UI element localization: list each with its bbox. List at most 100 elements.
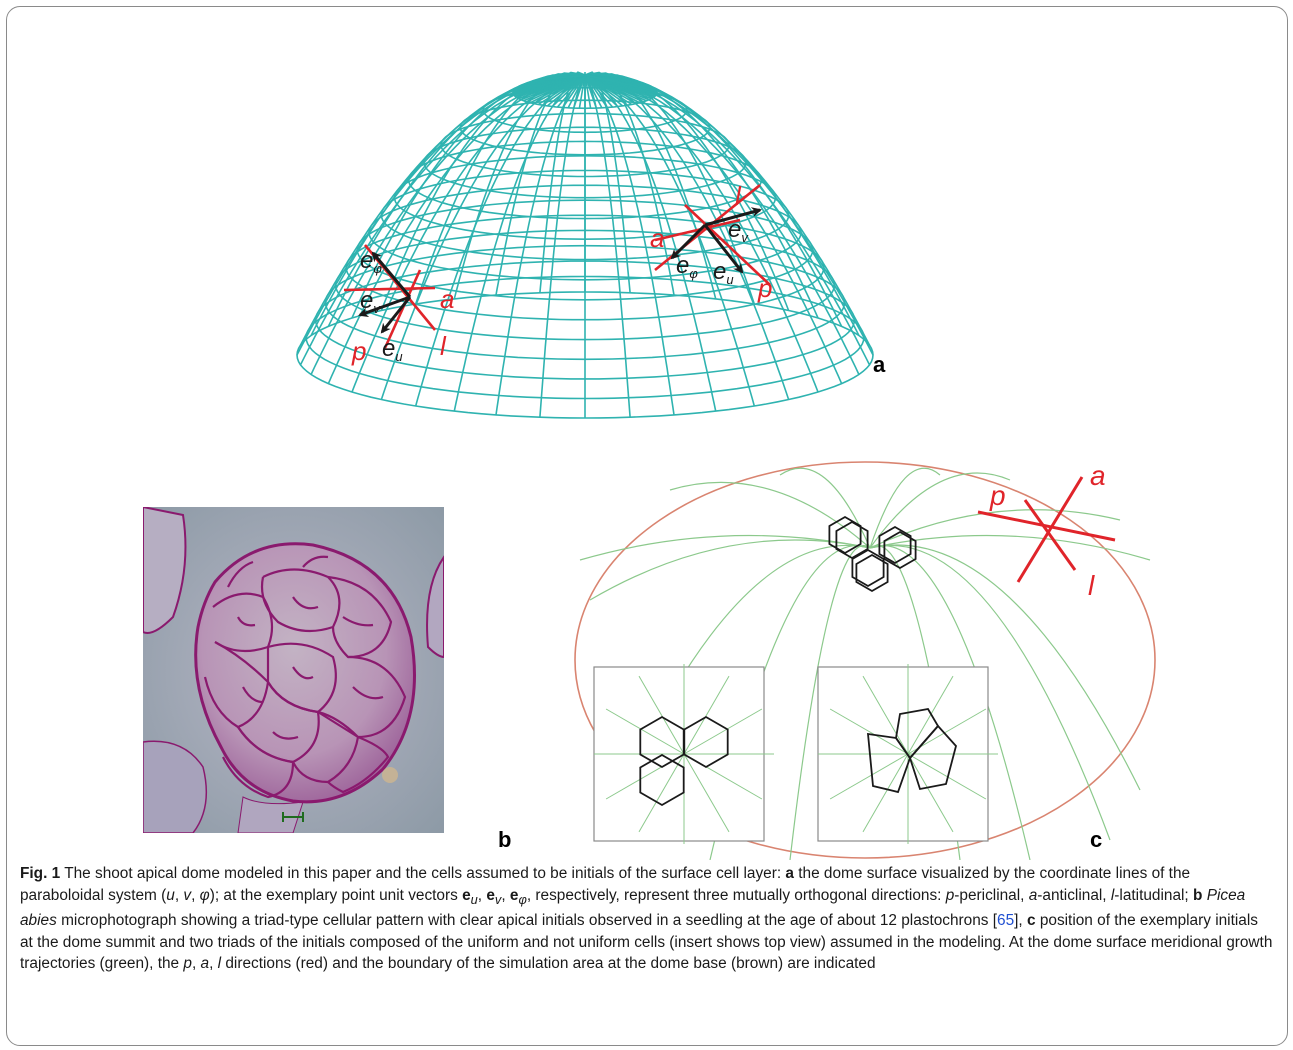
mesh-center-line	[584, 74, 657, 93]
mesh-meridian	[539, 74, 586, 418]
label-e-u-right: eu	[713, 258, 734, 287]
caption-var: a	[1028, 886, 1038, 904]
unit-vector-arrow	[670, 223, 707, 260]
caption-var: a	[200, 955, 210, 973]
unit-vector-arrow	[704, 207, 762, 227]
cell-wall	[302, 555, 329, 568]
caption-text: ,	[191, 955, 201, 973]
label-e-phi-left-sub: φ	[373, 261, 382, 276]
mesh-meridian	[310, 74, 586, 375]
caption-text: -latitudinal;	[1114, 886, 1193, 904]
label-a-right: a	[650, 223, 664, 253]
mesh-meridian	[414, 73, 586, 305]
reference-link[interactable]: 65	[997, 912, 1015, 930]
panel-label-a: a	[873, 352, 886, 377]
unit-vector-arrow	[358, 295, 411, 317]
label-l-right: l	[735, 181, 742, 211]
label-e-phi-right-sub: φ	[689, 266, 698, 281]
direction-line	[684, 204, 771, 286]
caption-text: ],	[1014, 912, 1027, 930]
label-e-v-left-sub: v	[373, 301, 381, 316]
picea-abies-microphotograph	[143, 507, 444, 833]
mesh-center-line	[572, 74, 586, 109]
caption-text: ,	[209, 955, 218, 973]
caption-text: ,	[191, 886, 200, 904]
caption-text: -anticlinal,	[1037, 886, 1111, 904]
mesh-center-line	[584, 74, 603, 109]
caption-sub: v	[494, 891, 502, 907]
caption-vector: e	[462, 886, 471, 904]
unit-vector-arrow	[703, 224, 744, 274]
mesh-meridian	[584, 74, 819, 393]
figure-frame	[6, 6, 1288, 1046]
left-vector-triad	[343, 244, 437, 349]
caption-text: microphotograph showing a triad-type cel…	[56, 912, 998, 930]
caption-label-a: a	[785, 865, 794, 882]
mesh-meridian	[495, 74, 586, 416]
mesh-meridian	[584, 74, 756, 407]
cell-wall	[327, 735, 390, 794]
caption-species: Picea abies	[20, 886, 1246, 930]
caption-text: directions (red) and the boundary of the…	[221, 955, 876, 973]
unit-vector-arrow	[371, 251, 412, 298]
mesh-meridian	[327, 74, 586, 327]
caption-lead: Fig. 1	[20, 865, 61, 882]
caption-vector: e	[509, 886, 519, 904]
label-l-left: l	[440, 331, 447, 361]
label-e-v-left: ev	[360, 287, 381, 316]
cell-wall	[237, 616, 256, 627]
direction-line	[383, 269, 422, 349]
mesh-meridian	[584, 74, 871, 346]
caption-text: , respectively, represent three mutually…	[526, 886, 946, 904]
caption-text: the dome surface visualized by the coord…	[20, 865, 1191, 904]
micrograph-image	[143, 507, 444, 833]
right-vector-triad	[654, 183, 771, 286]
cell-wall	[342, 616, 374, 627]
caption-sub: u	[470, 891, 478, 907]
caption-sub: φ	[518, 891, 527, 907]
direction-line	[343, 286, 436, 292]
label-e-u-right-sub: u	[726, 272, 733, 287]
mesh-center-line	[579, 74, 586, 78]
figure-caption: Fig. 1 The shoot apical dome modeled in …	[20, 863, 1275, 975]
mesh-center-line	[584, 74, 608, 108]
panel-label-c: c	[1090, 827, 1103, 852]
caption-var: v	[183, 886, 192, 904]
mesh-meridian	[414, 74, 586, 407]
cell-wall	[222, 726, 295, 799]
mesh-center-line	[578, 74, 586, 109]
cell-wall	[327, 575, 393, 659]
mesh-meridian	[584, 74, 860, 375]
caption-var: l	[217, 955, 222, 973]
mesh-meridian	[584, 74, 631, 418]
caption-var: p	[183, 955, 192, 973]
label-e-v-right-sub: v	[741, 230, 749, 245]
caption-var: φ	[199, 886, 210, 904]
label-e-u-left-sub: u	[395, 349, 402, 364]
caption-vector: e	[486, 886, 495, 904]
mesh-meridian	[584, 73, 756, 305]
cell-wall	[292, 666, 314, 680]
caption-text: position of the exemplary initials at th…	[20, 912, 1273, 973]
label-p-left: p	[351, 336, 366, 366]
unit-vector-arrow	[380, 296, 412, 334]
mesh-meridian	[380, 74, 586, 400]
caption-text: ,	[477, 886, 487, 904]
cell-wall	[227, 560, 254, 588]
mesh-meridian	[351, 74, 586, 393]
direction-line	[654, 218, 741, 242]
caption-var: l	[1110, 886, 1115, 904]
cell-wall	[203, 641, 270, 729]
mesh-meridian	[453, 74, 586, 412]
mesh-meridian	[585, 74, 790, 311]
mesh-meridian	[584, 74, 843, 384]
mesh-meridian	[380, 74, 585, 311]
cell-wall	[352, 686, 384, 700]
mesh-center-line	[584, 74, 592, 109]
mesh-center-line	[584, 74, 598, 109]
caption-var: u	[166, 886, 175, 904]
cell-wall	[317, 655, 407, 739]
caption-text: -periclinal,	[954, 886, 1029, 904]
mesh-meridian	[584, 74, 819, 319]
